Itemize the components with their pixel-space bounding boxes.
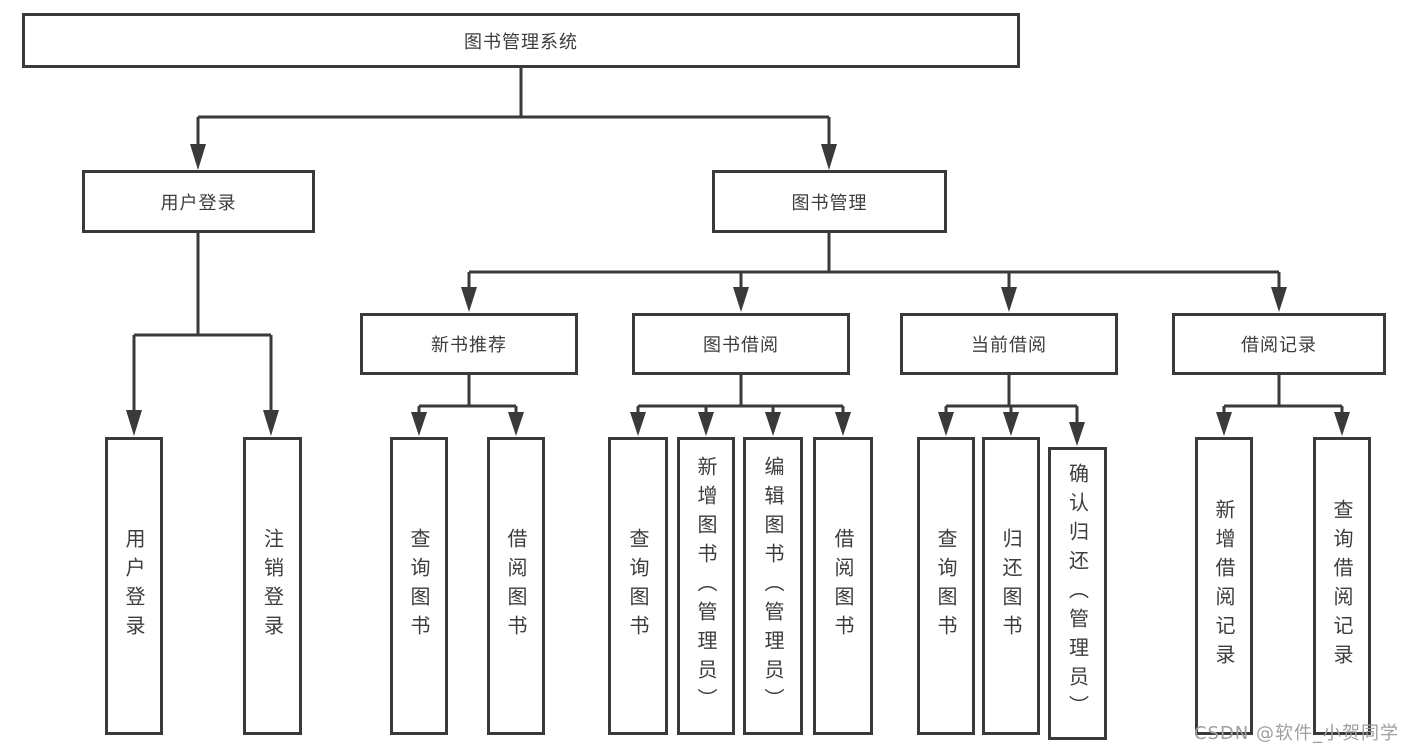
leaf-borrow-books-recommend-label: 借阅图书	[504, 528, 528, 644]
leaf-query-books-borrow-label: 查询图书	[626, 528, 650, 644]
leaf-confirm-return-admin-label: 确认归还（管理员）	[1065, 463, 1090, 724]
leaf-return-books-label: 归还图书	[999, 528, 1023, 644]
node-book-borrow-label: 图书借阅	[703, 335, 779, 356]
leaf-add-borrow-record-label: 新增借阅记录	[1212, 499, 1236, 673]
leaf-logout-login: 注销登录	[243, 437, 302, 735]
node-new-book-recommend: 新书推荐	[360, 313, 578, 375]
leaf-query-books-borrow: 查询图书	[608, 437, 668, 735]
leaf-return-books: 归还图书	[982, 437, 1040, 735]
leaf-borrow-books: 借阅图书	[813, 437, 873, 735]
leaf-borrow-books-recommend: 借阅图书	[487, 437, 545, 735]
leaf-borrow-books-label: 借阅图书	[831, 528, 855, 644]
node-current-borrow: 当前借阅	[900, 313, 1118, 375]
arrowheads	[126, 144, 1350, 446]
node-borrow-records-label: 借阅记录	[1241, 335, 1317, 356]
leaf-add-borrow-record: 新增借阅记录	[1195, 437, 1253, 735]
leaf-add-books-admin: 新增图书（管理员）	[677, 437, 735, 735]
leaf-add-books-admin-label: 新增图书（管理员）	[694, 455, 718, 717]
node-book-management-label: 图书管理	[791, 192, 868, 214]
node-user-login-branch: 用户登录	[82, 170, 315, 233]
leaf-user-login: 用户登录	[105, 437, 163, 735]
leaf-user-login-label: 用户登录	[122, 528, 146, 644]
leaf-query-books-current-label: 查询图书	[934, 528, 958, 644]
leaf-query-borrow-record-label: 查询借阅记录	[1330, 499, 1354, 673]
node-book-management: 图书管理	[712, 170, 947, 233]
leaf-query-books-current: 查询图书	[917, 437, 975, 735]
node-library-system: 图书管理系统	[22, 13, 1020, 68]
leaf-query-borrow-record: 查询借阅记录	[1313, 437, 1371, 735]
node-new-book-recommend-label: 新书推荐	[431, 335, 507, 356]
node-current-borrow-label: 当前借阅	[971, 335, 1047, 356]
node-library-system-label: 图书管理系统	[464, 31, 578, 53]
leaf-edit-books-admin-label: 编辑图书（管理员）	[761, 455, 785, 717]
leaf-edit-books-admin: 编辑图书（管理员）	[743, 437, 803, 735]
leaf-query-books-recommend: 查询图书	[390, 437, 448, 735]
node-borrow-records: 借阅记录	[1172, 313, 1386, 375]
watermark: CSDN @软件_小贺同学	[1193, 723, 1399, 744]
leaf-query-books-recommend-label: 查询图书	[407, 528, 431, 644]
node-user-login-branch-label: 用户登录	[160, 192, 237, 214]
leaf-logout-login-label: 注销登录	[260, 528, 285, 644]
leaf-confirm-return-admin: 确认归还（管理员）	[1048, 447, 1107, 740]
node-book-borrow: 图书借阅	[632, 313, 850, 375]
